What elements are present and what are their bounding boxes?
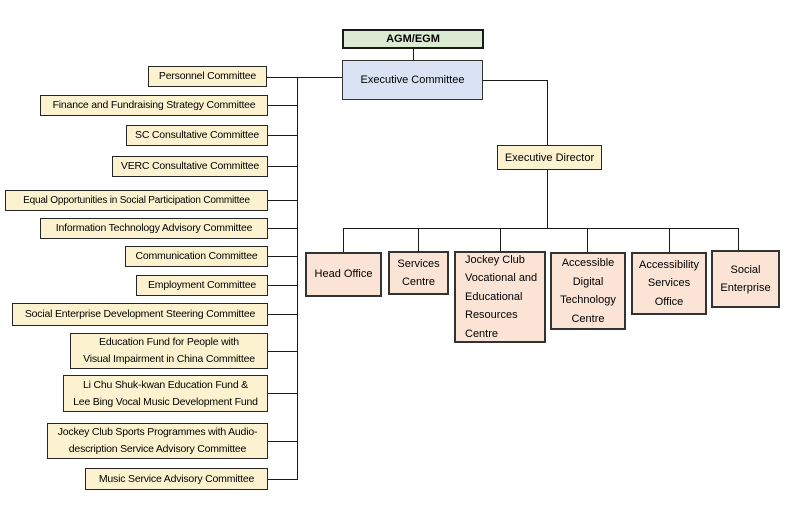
box-equal-opportunities-committee: Equal Opportunities in Social Participat… [5, 190, 268, 211]
box-finance-fundraising-strategy-committee: Finance and Fundraising Strategy Committ… [40, 95, 268, 116]
committee-stub-line [268, 441, 297, 442]
committee-spine-line [297, 77, 298, 480]
box-executive-committee: Executive Committee [342, 60, 483, 100]
committee-stub-line [268, 285, 297, 286]
box-agm-egm: AGM/EGM [342, 29, 484, 49]
unit-drop-line [738, 228, 739, 250]
box-accessibility-services-office: Accessibility Services Office [631, 252, 707, 315]
committee-stub-line [268, 228, 297, 229]
box-executive-director: Executive Director [497, 145, 602, 170]
unit-drop-line [587, 228, 588, 252]
units-bus-line [343, 228, 739, 229]
box-jockey-club-vocational-educational-resources-centre: Jockey Club Vocational and Educational R… [454, 251, 546, 343]
box-communication-committee: Communication Committee [125, 246, 268, 267]
unit-drop-line [418, 228, 419, 251]
box-employment-committee: Employment Committee [136, 275, 268, 296]
box-jc-sports-audio-description-committee: Jockey Club Sports Programmes with Audio… [47, 423, 268, 459]
committee-stub-line [268, 166, 297, 167]
box-social-enterprise: Social Enterprise [711, 250, 780, 308]
connector-director-drop-bottom [547, 170, 548, 228]
connector-exec-to-committee-spine [267, 77, 342, 78]
unit-drop-line [669, 228, 670, 252]
connector-exec-to-director [483, 80, 547, 81]
box-education-fund-china-committee: Education Fund for People with Visual Im… [70, 333, 268, 369]
committee-stub-line [268, 479, 297, 480]
box-services-centre: Services Centre [388, 251, 449, 295]
committee-stub-line [268, 393, 297, 394]
box-li-chu-lee-bing-fund: Li Chu Shuk-kwan Education Fund & Lee Bi… [63, 375, 268, 412]
connector-director-drop-top [547, 80, 548, 145]
committee-stub-line [268, 314, 297, 315]
box-head-office: Head Office [305, 252, 382, 297]
committee-stub-line [268, 256, 297, 257]
box-sc-consultative-committee: SC Consultative Committee [126, 125, 268, 146]
box-accessible-digital-technology-centre: Accessible Digital Technology Centre [550, 252, 626, 330]
connector-agm-to-exec [413, 49, 414, 60]
box-it-advisory-committee: Information Technology Advisory Committe… [40, 218, 268, 239]
committee-stub-line [268, 105, 297, 106]
box-personnel-committee: Personnel Committee [148, 66, 267, 87]
committee-stub-line [268, 135, 297, 136]
unit-drop-line [343, 228, 344, 252]
unit-drop-line [500, 228, 501, 251]
box-music-service-advisory-committee: Music Service Advisory Committee [85, 468, 268, 490]
committee-stub-line [268, 200, 297, 201]
committee-stub-line [268, 351, 297, 352]
box-verc-consultative-committee: VERC Consultative Committee [112, 156, 268, 177]
box-social-enterprise-development-steering-committee: Social Enterprise Development Steering C… [12, 303, 268, 326]
